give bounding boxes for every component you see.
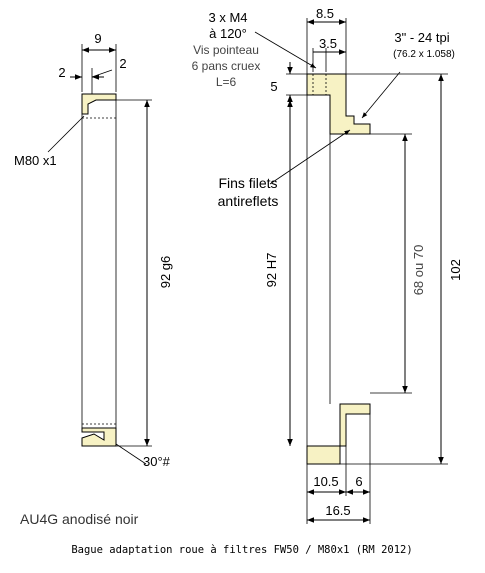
right-dim-bottom-left: 10.5: [313, 474, 338, 489]
left-dim-2b-leader: [91, 69, 113, 78]
right-dim-bore: 92 H7: [264, 253, 279, 288]
drawing-caption: Bague adaptation roue à filtres FW50 / M…: [71, 544, 412, 556]
right-dim-inner: 68 ou 70: [411, 245, 426, 296]
right-dim-overall: 102: [448, 259, 463, 281]
right-screws-line3: Vis pointeau: [193, 43, 259, 57]
right-thread-leader: [361, 71, 401, 119]
right-screws-line1: 3 x M4: [208, 10, 247, 25]
right-dim-bottom-right: 6: [355, 474, 362, 489]
left-thread-leader: [47, 115, 85, 153]
left-dim-edge-left: 2: [58, 65, 65, 80]
left-view: 9 2 2 92 g6 M80 x1 30°#: [14, 31, 173, 469]
left-top-section: [81, 93, 117, 115]
left-dim-width: 9: [94, 31, 101, 46]
right-thread-metric: (76.2 x 1.058): [393, 49, 455, 60]
right-screws-leader: [254, 31, 317, 69]
left-chamfer-leader: [115, 443, 147, 465]
left-dim-height: 92 g6: [158, 256, 173, 289]
left-thread-label: M80 x1: [14, 153, 57, 168]
left-dim-edge-right: 2: [119, 56, 126, 71]
right-fine-threads-line2: antireflets: [218, 193, 279, 209]
right-screws-line5: L=6: [216, 75, 237, 89]
right-dim-flange: 5: [270, 79, 277, 94]
left-bottom-section: [81, 427, 117, 447]
right-fine-threads-leader: [269, 129, 351, 185]
right-dim-top-inner: 3.5: [319, 36, 337, 51]
right-bottom-section: [306, 403, 371, 465]
right-view: 8.5 3.5 3 x M4 à 120° Vis pointeau 6 pan…: [192, 6, 463, 524]
right-dim-bottom-total: 16.5: [325, 503, 350, 518]
right-dim-top-total: 8.5: [316, 6, 334, 21]
right-screws-line2: à 120°: [209, 26, 247, 41]
right-thread-label: 3" - 24 tpi: [394, 30, 449, 45]
right-screws-line4: 6 pans cruex: [192, 59, 261, 73]
left-chamfer-label: 30°#: [143, 454, 171, 469]
material-note: AU4G anodisé noir: [20, 511, 139, 527]
right-top-section: [306, 73, 371, 135]
right-fine-threads-line1: Fins filets: [218, 175, 277, 191]
